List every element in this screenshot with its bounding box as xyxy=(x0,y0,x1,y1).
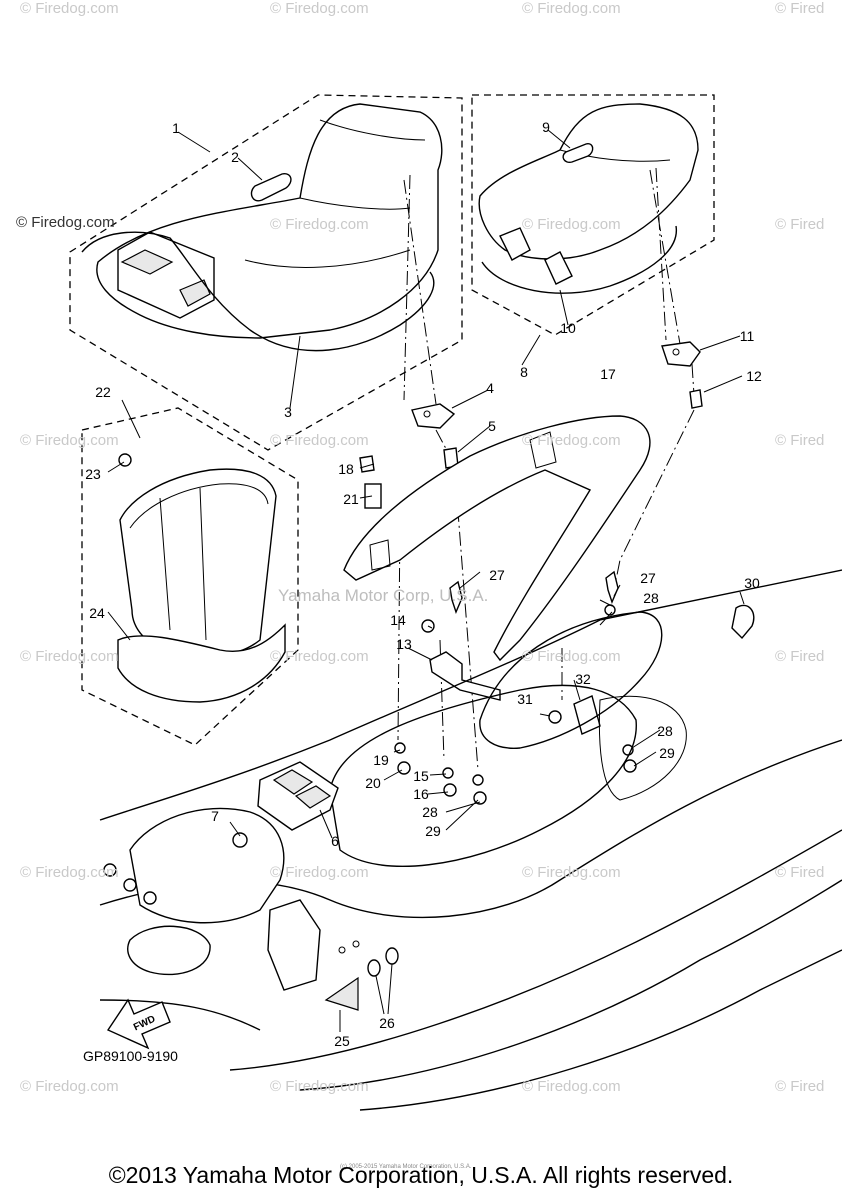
watermark: © Firedog.com xyxy=(20,1078,119,1095)
seat-strap-9 xyxy=(562,143,594,164)
watermark: © Fired xyxy=(775,864,825,881)
callout-15: 15 xyxy=(413,768,429,784)
stay-32 xyxy=(573,695,601,735)
fasteners xyxy=(118,389,755,805)
callout-27b: 27 xyxy=(640,570,656,586)
console-box-6 xyxy=(257,761,339,831)
callout-3: 3 xyxy=(284,404,292,420)
front-seat-group-box xyxy=(69,94,463,451)
callout-17: 17 xyxy=(600,366,616,382)
watermark: © Firedog.com xyxy=(522,1078,621,1095)
callout-8: 8 xyxy=(520,364,528,380)
decal-26b xyxy=(385,947,399,965)
decal-25 xyxy=(324,976,359,1011)
callout-14: 14 xyxy=(390,612,406,628)
fwd-arrow: FWD xyxy=(106,998,171,1050)
watermark-dark: © Firedog.com xyxy=(16,214,115,231)
watermark: © Firedog.com xyxy=(270,1078,369,1095)
deck-hull xyxy=(99,569,842,1111)
watermark: © Firedog.com xyxy=(522,864,621,881)
callout-11: 11 xyxy=(739,328,755,344)
watermark: © Firedog.com xyxy=(522,216,621,233)
watermark: © Firedog.com xyxy=(522,432,621,449)
part-code: GP89100-9190 xyxy=(83,1048,178,1064)
bracket-13 xyxy=(429,651,501,701)
rear-seat-group-box xyxy=(471,94,715,336)
callout-30: 30 xyxy=(744,575,760,591)
watermark: © Firedog.com xyxy=(270,864,369,881)
callout-18: 18 xyxy=(338,461,354,477)
watermark: © Fired xyxy=(775,216,825,233)
seat-bolster xyxy=(267,899,321,991)
callout-1: 1 xyxy=(172,120,180,136)
watermark: © Firedog.com xyxy=(270,216,369,233)
decal-26a xyxy=(367,959,381,977)
rear-seat xyxy=(478,103,699,285)
hook-4 xyxy=(411,403,456,429)
tiny-copyright: (c) 2005-2015 Yamaha Motor Corporation, … xyxy=(340,1164,472,1170)
callout-26: 26 xyxy=(379,1015,395,1031)
callout-25: 25 xyxy=(334,1033,350,1049)
callout-28a: 28 xyxy=(643,590,659,606)
front-seat xyxy=(96,103,443,339)
watermark: © Firedog.com xyxy=(270,648,369,665)
seat-strap-2 xyxy=(250,173,292,202)
watermark: © Fired xyxy=(775,0,825,17)
watermark: © Firedog.com xyxy=(270,0,369,17)
alignment-lines xyxy=(397,167,695,771)
watermark: © Firedog.com xyxy=(270,432,369,449)
watermark: © Firedog.com xyxy=(20,0,119,17)
callout-28b: 28 xyxy=(422,804,438,820)
callout-23: 23 xyxy=(85,466,101,482)
callout-24: 24 xyxy=(89,605,105,621)
gasket-rear xyxy=(598,695,687,801)
seat-gasket-3 xyxy=(81,231,435,352)
footwell-cup xyxy=(127,925,211,976)
callout-16: 16 xyxy=(413,786,429,802)
callout-28c: 28 xyxy=(657,723,673,739)
hook-11 xyxy=(661,341,701,367)
callout-29a: 29 xyxy=(425,823,441,839)
callout-12: 12 xyxy=(746,368,762,384)
watermark: © Firedog.com xyxy=(522,0,621,17)
callout-22: 22 xyxy=(95,384,111,400)
callout-4: 4 xyxy=(486,380,494,396)
callout-29b: 29 xyxy=(659,745,675,761)
callout-32: 32 xyxy=(575,671,591,687)
callout-6: 6 xyxy=(331,833,339,849)
seat-base-recess xyxy=(329,684,637,867)
storage-bin-group-box xyxy=(81,407,299,746)
callout-21: 21 xyxy=(343,491,359,507)
center-watermark: Yamaha Motor Corp, U.S.A. xyxy=(278,586,489,605)
callout-20: 20 xyxy=(365,775,381,791)
watermark: © Fired xyxy=(775,1078,825,1095)
callout-31: 31 xyxy=(517,691,533,707)
watermark: © Firedog.com xyxy=(522,648,621,665)
watermark: © Firedog.com xyxy=(20,864,119,881)
callout-7: 7 xyxy=(211,808,219,824)
watermark: © Fired xyxy=(775,648,825,665)
callout-19: 19 xyxy=(373,752,389,768)
callout-10: 10 xyxy=(560,320,576,336)
callout-2: 2 xyxy=(231,149,239,165)
watermark: © Firedog.com xyxy=(20,648,119,665)
callout-9: 9 xyxy=(542,119,550,135)
watermark: © Firedog.com xyxy=(20,432,119,449)
rear-seat-gasket-10 xyxy=(481,225,677,294)
copyright-footer: ©2013 Yamaha Motor Corporation, U.S.A. A… xyxy=(108,1162,734,1188)
callout-5: 5 xyxy=(488,418,496,434)
rear-compartment xyxy=(479,611,663,749)
grab-handle-17 xyxy=(343,415,651,662)
callout-13: 13 xyxy=(396,636,412,652)
leader-lines xyxy=(107,129,745,1032)
front-console xyxy=(129,807,285,924)
watermark: © Fired xyxy=(775,432,825,449)
storage-bin-24 xyxy=(117,468,286,703)
callout-27a: 27 xyxy=(489,567,505,583)
